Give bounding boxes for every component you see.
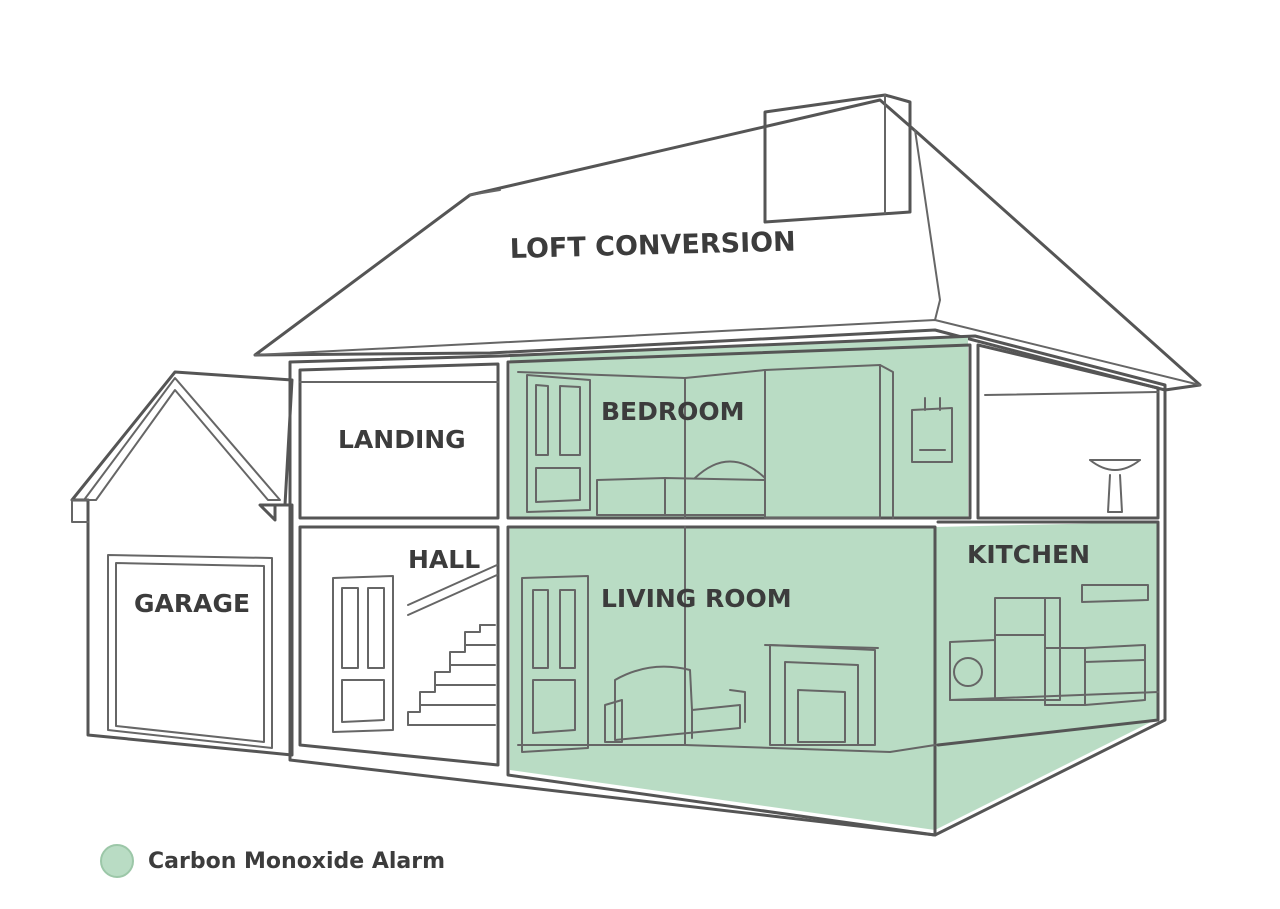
loft-conversion-label: LOFT CONVERSION (509, 227, 796, 265)
landing-label: LANDING (338, 425, 466, 454)
cooker-icon (1044, 584, 1149, 706)
boiler-icon (911, 397, 953, 463)
fridge-icon (994, 597, 1061, 706)
bedroom-label: BEDROOM (601, 397, 745, 426)
legend: Carbon Monoxide Alarm (100, 843, 445, 879)
staircase-icon (407, 564, 498, 726)
bed-icon (596, 460, 766, 516)
sofa-icon (604, 665, 746, 743)
garage-label: GARAGE (134, 589, 250, 618)
sink-icon (1089, 459, 1141, 513)
legend-label: Carbon Monoxide Alarm (148, 848, 446, 874)
roof (253, 98, 1202, 392)
fireplace-icon (764, 644, 879, 746)
bedroom-room (510, 337, 968, 518)
legend-swatch-icon (100, 844, 134, 878)
kitchen-room (935, 522, 1158, 745)
bedroom-door-icon (526, 374, 591, 513)
wardrobe-icon (764, 364, 894, 519)
chimney (763, 93, 912, 224)
hall-label: HALL (408, 545, 480, 574)
hall-door-icon (332, 575, 394, 733)
kitchen-label: KITCHEN (967, 540, 1090, 569)
living-room-door-icon (521, 575, 589, 753)
garage-door (107, 554, 273, 749)
garage (70, 370, 294, 757)
house-frame (288, 334, 1167, 837)
living-room-label: LIVING ROOM (601, 584, 792, 613)
living-room-room (510, 527, 1155, 830)
